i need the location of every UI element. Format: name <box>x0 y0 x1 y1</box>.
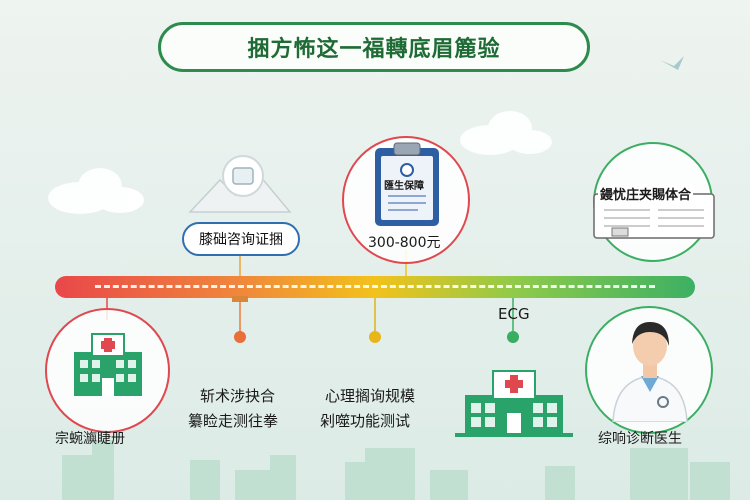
bottom-label-psych-line2: 剁噬功能测试 <box>320 412 411 430</box>
top-label-price: 300-800元 <box>368 235 441 251</box>
bottom-label-surgery-line2: 纂睑走测往拳 <box>188 412 279 430</box>
bottom-label-ecg: ECG <box>498 305 530 323</box>
hospital-icon <box>74 333 142 396</box>
bottom-label-psych-line1: 心理搁询规模 <box>325 387 416 405</box>
bottom-label-surgery-line1: 斩术涉抉合 <box>200 387 276 405</box>
hospital-building-icon <box>455 370 573 437</box>
bottom-label-doctor: 综响诊断医生 <box>598 431 682 447</box>
top-label-document: 鏝忧庄夹賜体合 <box>598 184 694 203</box>
clipboard-card-text: 匯生保障 <box>384 181 424 192</box>
clipboard-icon <box>375 142 439 226</box>
bottom-label-registration: 宗蜿㶛睫册 <box>55 431 125 447</box>
document-icon <box>593 193 715 239</box>
page-title: 捆方怖这一福轉底眉簏验 <box>158 22 590 72</box>
consultation-icon <box>188 155 292 213</box>
doctor-icon <box>612 322 688 422</box>
timeline-dash <box>95 285 655 288</box>
top-label-consultation: 膝础咨询证捆 <box>182 222 300 256</box>
